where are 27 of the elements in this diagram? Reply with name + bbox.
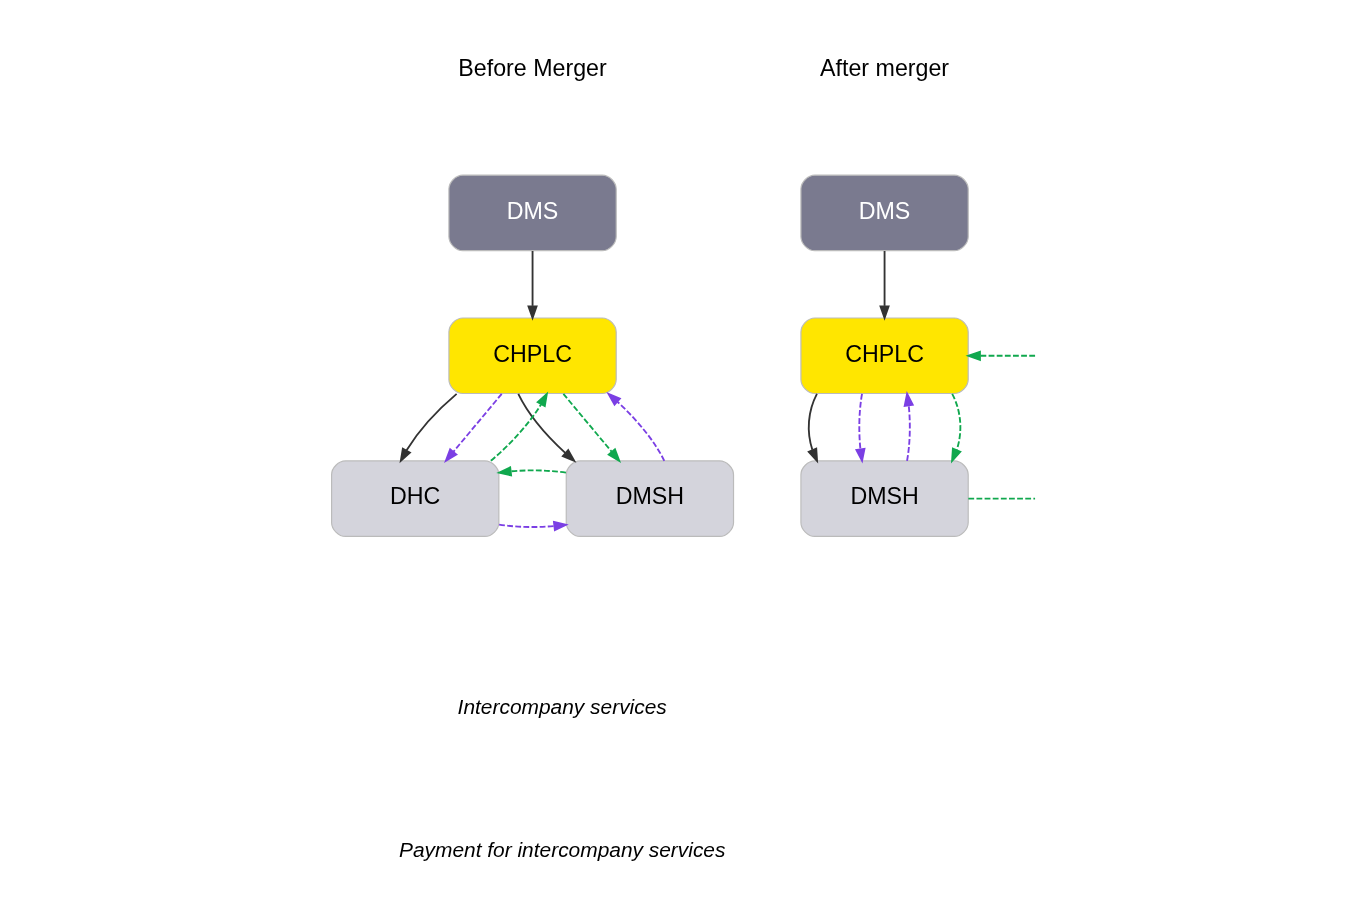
arrow <box>950 392 962 463</box>
node-box: CHPLC <box>448 316 617 394</box>
arrow <box>903 390 915 462</box>
node-box: CHPLC <box>800 316 969 394</box>
arrow <box>489 390 549 462</box>
node-box: DMSH <box>800 459 969 537</box>
arrow <box>807 392 819 463</box>
arrow <box>517 392 577 463</box>
arrow <box>527 249 538 321</box>
node-box: DMS <box>800 174 969 251</box>
arrow <box>879 249 890 321</box>
legend-label: Intercompany services <box>457 694 667 718</box>
arrow <box>965 349 1036 361</box>
arrow <box>562 392 622 463</box>
connector <box>967 497 1036 500</box>
node-box: DMSH <box>565 459 735 537</box>
label: Before Merger <box>458 54 607 81</box>
arrow <box>399 392 458 463</box>
arrow <box>606 391 666 462</box>
arrow <box>498 520 569 531</box>
arrow <box>855 392 866 464</box>
label: After merger <box>820 54 950 81</box>
arrow <box>496 465 567 477</box>
legend-label: Payment for intercompany services <box>398 837 726 861</box>
arrow <box>444 392 503 463</box>
node-box: DMS <box>448 174 617 251</box>
node-box: DHC <box>331 459 500 537</box>
